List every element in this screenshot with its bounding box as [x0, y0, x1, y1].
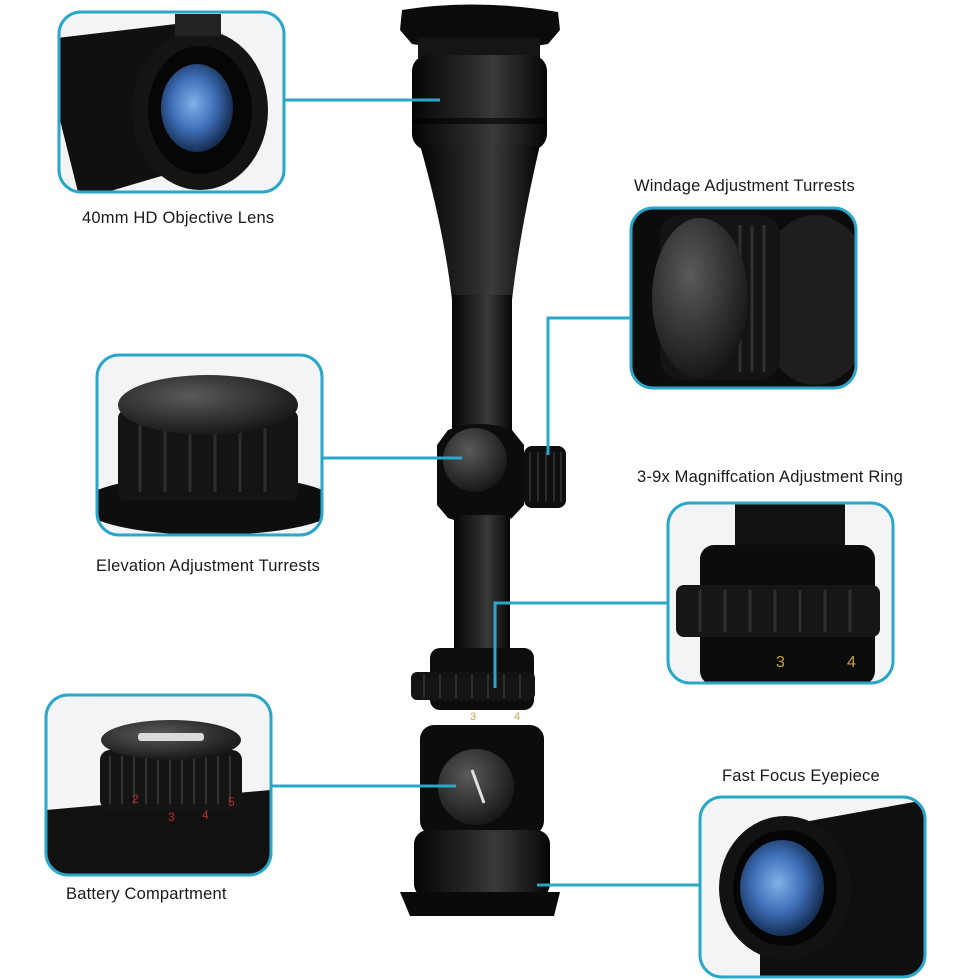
illum-mark-5: 5 — [228, 795, 235, 809]
panel-battery: 2 3 4 5 — [44, 693, 273, 877]
panel-magnification: 3 4 — [666, 501, 895, 685]
eyepiece-lens-glass — [740, 840, 824, 936]
label-eyepiece: Fast Focus Eyepiece — [722, 767, 880, 785]
main-tube-lower — [454, 515, 510, 655]
panel-mag-high-mark: 4 — [847, 654, 856, 671]
scope-body: 3 4 — [400, 4, 566, 916]
ring-mag-low-mark: 3 — [470, 711, 476, 723]
elevation-turret-cap — [443, 428, 507, 492]
label-elevation: Elevation Adjustment Turrests — [96, 557, 321, 575]
objective-taper — [420, 145, 540, 300]
objective-lens-glass — [161, 64, 233, 152]
label-objective-lens: 40mm HD Objective Lens — [82, 209, 275, 227]
panel-mag-low-mark: 3 — [776, 654, 785, 671]
illum-mark-3: 3 — [168, 810, 175, 824]
eyepiece-cap — [400, 892, 560, 916]
illum-mark-2: 2 — [132, 792, 139, 806]
panel-windage — [629, 206, 858, 390]
illumination-knob — [438, 749, 514, 825]
windage-cap-face — [652, 218, 748, 378]
eyepiece-body — [414, 830, 550, 898]
elevation-cap-top — [118, 375, 298, 435]
callout-lines — [271, 98, 700, 887]
panel-eyepiece — [698, 795, 927, 979]
label-windage: Windage Adjustment Turrests — [634, 177, 855, 195]
ring-mag-high-mark: 4 — [514, 711, 520, 723]
objective-bell — [412, 55, 547, 150]
label-battery: Battery Compartment — [66, 885, 227, 903]
illum-mark-4: 4 — [202, 808, 209, 822]
panel-elevation — [95, 353, 324, 537]
label-magnification: 3-9x Magniffcation Adjustment Ring — [637, 468, 904, 486]
main-tube-upper — [452, 295, 512, 445]
panel-objective-lens — [57, 10, 286, 194]
